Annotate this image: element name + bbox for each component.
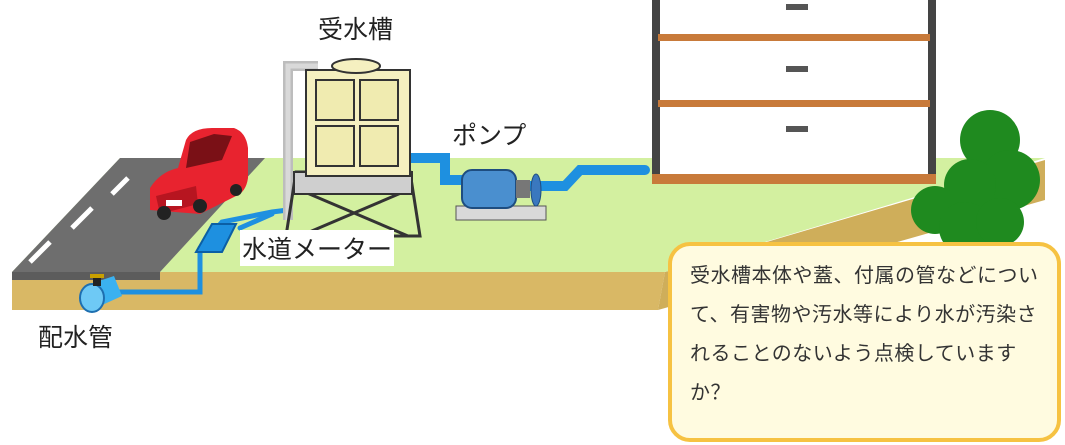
pump-label: ポンプ bbox=[452, 121, 527, 150]
red-car bbox=[150, 128, 248, 220]
building bbox=[652, 0, 936, 184]
water-meter bbox=[194, 223, 238, 253]
main-pipe-label: 配水管 bbox=[38, 323, 114, 352]
vent-pipe bbox=[283, 61, 318, 220]
callout-text: 受水槽本体や蓋、付属の管などについて、有害物や汚水等により水が汚染されることのな… bbox=[690, 263, 1039, 404]
pump bbox=[455, 169, 547, 221]
water-meter-label: 水道メーター bbox=[240, 230, 395, 266]
water-tank-label: 受水槽 bbox=[318, 15, 394, 44]
inspection-callout: 受水槽本体や蓋、付属の管などについて、有害物や汚水等により水が汚染されることのな… bbox=[668, 242, 1061, 442]
main-pipe bbox=[79, 274, 122, 313]
bush bbox=[911, 110, 1040, 254]
water-tank bbox=[284, 58, 422, 238]
